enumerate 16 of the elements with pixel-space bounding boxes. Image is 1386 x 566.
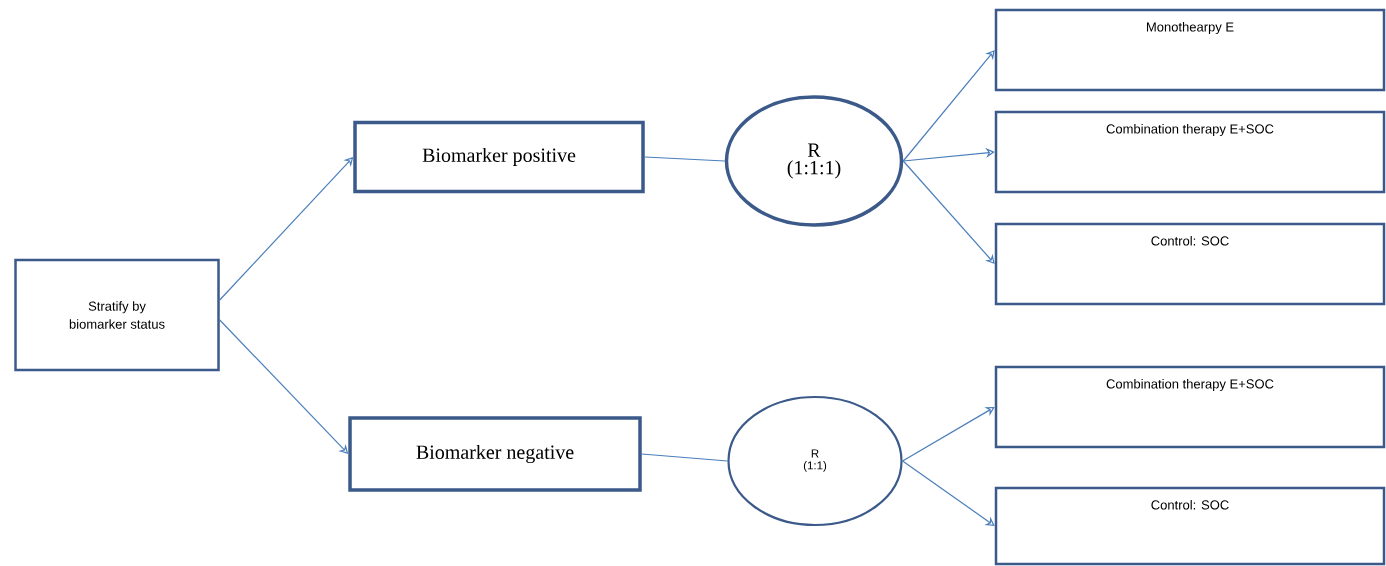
arrow [902,407,995,462]
connector-line [641,453,728,462]
connector-line [644,156,726,162]
arm-box: Control: SOC [994,222,1386,306]
arm-box: Combination therapy E+SOC [994,110,1386,194]
arrow [902,50,995,162]
arm-box: Monothearpy E [994,8,1386,92]
arrow [902,460,995,526]
group-box: Biomarker positive [353,120,645,194]
arrow [902,147,995,162]
arm-box: Control: SOC [994,486,1386,566]
arrow [902,160,995,264]
arm-box: Combination therapy E+SOC [994,365,1386,449]
arrow [219,157,354,301]
group-box: Biomarker negative [348,416,642,492]
process-box: Stratify by biomarker status [14,258,220,372]
